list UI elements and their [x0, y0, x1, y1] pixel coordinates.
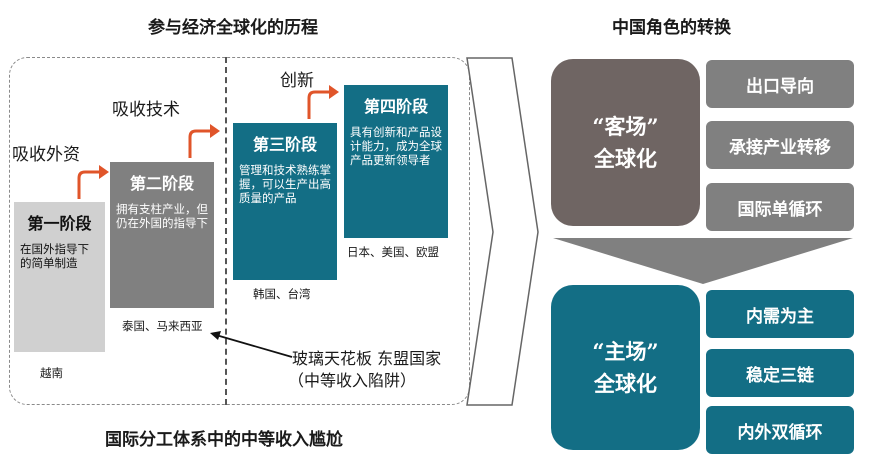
stage-4-countries: 日本、美国、欧盟	[347, 245, 439, 259]
trap-arrow-icon	[215, 334, 293, 358]
stage-2-title: 第二阶段	[129, 174, 194, 193]
process-frame	[9, 57, 470, 405]
step-arrow-3-icon	[307, 90, 329, 119]
down-chevron-icon	[553, 238, 853, 284]
trap-text: 玻璃天花板 东盟国家 （中等收入陷阱）	[288, 348, 442, 392]
stage-4-desc: 具有创新和产品设计能力，成为全球产品更新领导者	[350, 125, 442, 167]
stage-label-innovation: 创新	[280, 71, 314, 91]
role-1-item-3: 国际单循环	[706, 183, 854, 231]
step-arrow-2-icon	[188, 129, 210, 158]
home-globalization-box: “主场” 全球化	[551, 285, 700, 450]
home-quote: “主场”	[592, 338, 659, 364]
role-2-item-3: 内外双循环	[706, 406, 854, 454]
stage-3-bar: 第三阶段 管理和技术熟练掌握，可以生产出高质量的产品	[233, 123, 337, 280]
stage-4-bar: 第四阶段 具有创新和产品设计能力，成为全球产品更新领导者	[344, 85, 448, 238]
role-1-item-1: 出口导向	[706, 60, 854, 108]
bottom-title: 国际分工体系中的中等收入尴尬	[105, 430, 343, 450]
stage-2-countries: 泰国、马来西亚	[122, 319, 203, 333]
step-arrows	[77, 85, 339, 358]
home-name: 全球化	[594, 370, 657, 396]
transition-chevron	[466, 57, 539, 406]
stage-1-countries: 越南	[40, 366, 63, 380]
step-arrow-1-icon	[77, 170, 99, 199]
stage-3-countries: 韩国、台湾	[253, 287, 311, 301]
stage-3-title: 第三阶段	[252, 135, 317, 154]
stage-label-absorb-capital: 吸收外资	[12, 145, 80, 165]
role-2-item-1: 内需为主	[706, 290, 854, 338]
stage-1-title: 第一阶段	[27, 214, 92, 233]
trap-line-2: （中等收入陷阱）	[288, 371, 417, 390]
right-title: 中国角色的转换	[612, 18, 731, 38]
stage-2-desc: 拥有支柱产业，但仍在外国的指导下	[116, 202, 208, 230]
stage-3-desc: 管理和技术熟练掌握，可以生产出高质量的产品	[239, 163, 331, 205]
away-name: 全球化	[594, 145, 657, 171]
role-1-item-2: 承接产业转移	[706, 121, 854, 169]
stage-2-bar: 第二阶段 拥有支柱产业，但仍在外国的指导下	[110, 162, 214, 308]
ceiling-divider	[225, 57, 227, 405]
stage-4-title: 第四阶段	[363, 97, 428, 116]
away-quote: “客场”	[592, 113, 659, 139]
away-globalization-box: “客场” 全球化	[551, 59, 700, 226]
stage-label-absorb-technology: 吸收技术	[112, 100, 180, 120]
trap-line-1: 玻璃天花板 东盟国家	[292, 349, 442, 368]
role-2-item-2: 稳定三链	[706, 349, 854, 397]
stage-1-bar: 第一阶段 在国外指导下的简单制造	[14, 202, 105, 352]
stage-1-desc: 在国外指导下的简单制造	[20, 242, 89, 270]
left-title: 参与经济全球化的历程	[148, 18, 318, 38]
